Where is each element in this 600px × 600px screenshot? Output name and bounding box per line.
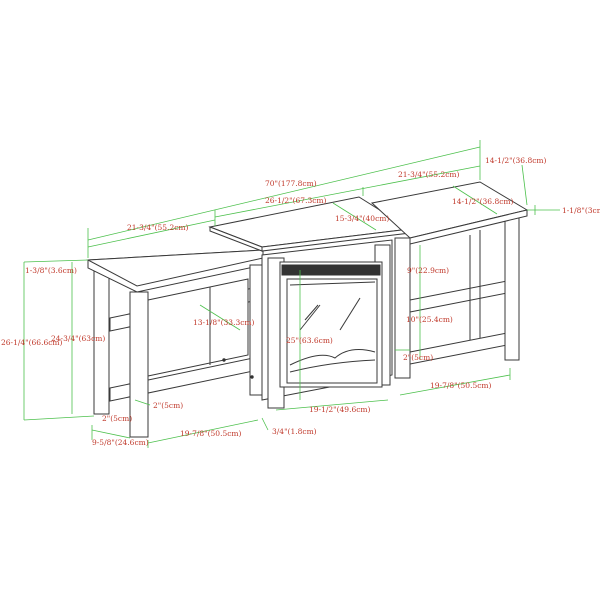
right-offset-label: 1-1/8"(3cm) xyxy=(562,206,600,215)
side-height-label: 24-3/4"(63cm) xyxy=(51,334,105,343)
right-cabinet xyxy=(370,181,529,379)
right-shelf-width-label: 19-7/8"(50.5cm) xyxy=(430,381,492,390)
center-width-label: 26-1/2"(67.3cm) xyxy=(265,196,327,205)
left-leg-width-label: 2"(5cm) xyxy=(102,414,132,423)
center-gap-label: 3/4"(1.8cm) xyxy=(272,427,317,436)
right-upper-gap-label: 9"(22.9cm) xyxy=(407,266,449,275)
center-depth-label: 15-3/4"(40cm) xyxy=(335,214,389,223)
right-depth-top-label: 14-1/2"(36.8cm) xyxy=(485,156,547,165)
left-side-depth-label: 9-5/8"(24.6cm) xyxy=(92,438,149,447)
left-shelf-width-label: 19-7/8"(50.5cm) xyxy=(180,429,242,438)
fireplace-unit xyxy=(208,196,412,409)
left-shelf-gap-label: 13-1/8"(33.3cm) xyxy=(193,318,255,327)
overall-height-label: 26-1/4"(66.6cm) xyxy=(1,338,63,347)
dimension-lines xyxy=(23,140,560,448)
right-bottom-clearance-label: 2"(5cm) xyxy=(403,353,433,362)
left-width-label: 21-3/4"(55.2cm) xyxy=(127,223,189,232)
fireplace-width-label: 19-1/2"(49.6cm) xyxy=(309,405,371,414)
overall-width-label: 70"(177.8cm) xyxy=(265,179,317,188)
left-top-offset-label: 1-3/8"(3.6cm) xyxy=(25,266,77,275)
left-bottom-clearance-label: 2"(5cm) xyxy=(153,401,183,410)
right-width-top-label: 21-3/4"(55.2cm) xyxy=(398,170,460,179)
right-lower-gap-label: 10"(25.4cm) xyxy=(406,315,453,324)
left-cabinet xyxy=(86,249,264,438)
right-depth-label: 14-1/2"(36.8cm) xyxy=(452,197,514,206)
fireplace-height-label: 25"(63.6cm) xyxy=(286,336,333,345)
